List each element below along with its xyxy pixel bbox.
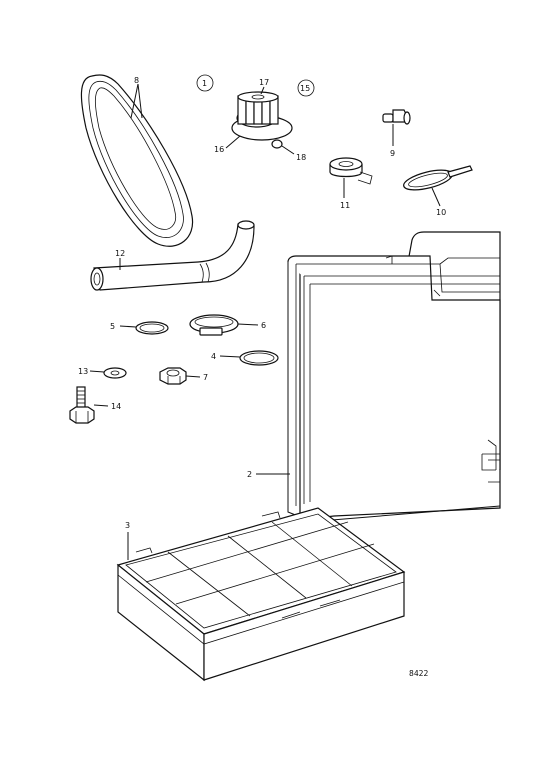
leader-14 [93,404,109,407]
circled-ref-1: 1 [202,79,207,88]
impeller-part-17 [231,91,293,141]
circled-ref-1-ring [196,74,214,92]
callout-3: 3 [125,521,130,530]
hose-clip-part-6 [189,314,239,336]
leader-8a [130,83,139,119]
leader-7 [185,375,201,378]
leader-6 [237,323,259,326]
hose-part-12 [90,220,255,291]
callout-14: 14 [111,402,121,411]
callout-2: 2 [247,470,252,479]
leader-8b [137,83,143,119]
tape-roll-part-11 [329,157,373,185]
washer-part-13 [103,367,127,379]
leader-4 [219,355,241,358]
washer-part-13-hole [110,370,120,376]
leader-10 [431,187,441,207]
drawing-number: 8422 [409,669,428,678]
clamp-strap-part-10 [403,165,473,191]
leader-13 [89,370,105,373]
callout-18: 18 [296,153,306,162]
nut-part-7 [159,367,187,385]
storage-case-part-2 [287,231,501,521]
callout-13: 13 [78,367,88,376]
callout-9: 9 [390,149,395,158]
callout-6: 6 [261,321,266,330]
gasket-part-18 [271,139,283,149]
callout-7: 7 [203,373,208,382]
leader-17 [260,86,265,95]
compartment-box-part-3 [116,507,406,682]
callout-16: 16 [214,145,224,154]
drive-belt-part-8 [80,74,194,247]
circled-ref-15: 15 [300,84,310,93]
callout-8: 8 [134,76,139,85]
plug-part-9 [382,109,411,125]
o-ring-part-5-inner [139,323,165,333]
circled-ref-15-ring [297,79,315,97]
callout-4: 4 [211,352,216,361]
callout-5: 5 [110,322,115,331]
leader-18 [281,145,295,155]
leader-5 [119,325,137,328]
leader-16 [225,135,241,149]
callout-11: 11 [340,201,350,210]
sealing-ring-part-4-inner [243,352,275,364]
callout-10: 10 [436,208,446,217]
bolt-part-14 [69,386,95,424]
callout-17: 17 [259,78,269,87]
callout-12: 12 [115,249,125,258]
